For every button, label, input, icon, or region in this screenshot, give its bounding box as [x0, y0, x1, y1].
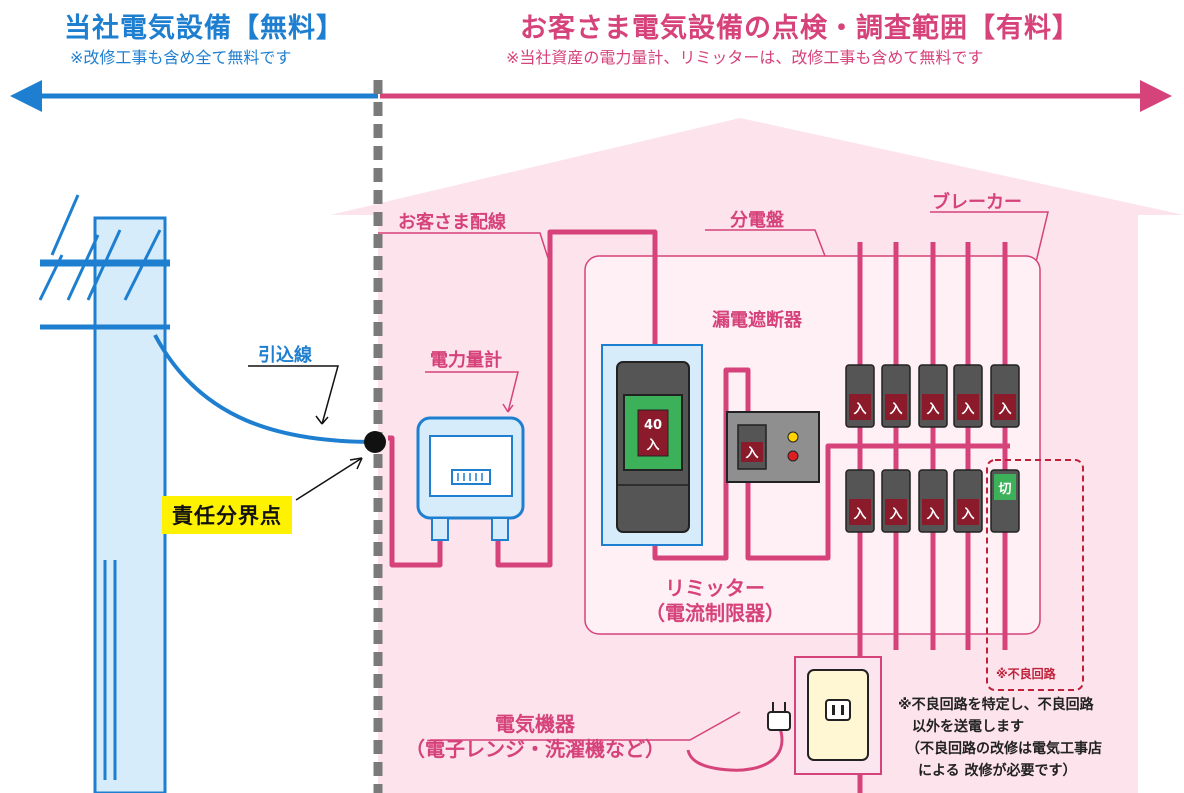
leakage-on-text: 入 — [745, 446, 758, 461]
limiter-amp-text: 40 — [644, 418, 662, 433]
limiter-device — [601, 344, 703, 546]
limiter-label: リミッター （電流制限器） — [630, 576, 800, 626]
service-drop-wire — [153, 334, 376, 444]
limiter-label-line1: リミッター — [665, 576, 765, 600]
service-drop-label: 引込線 — [258, 345, 312, 366]
boundary-point-label: 責任分界点 — [162, 496, 292, 534]
leakage-breaker-label: 漏電遮断器 — [712, 310, 802, 331]
wall-outlet — [794, 656, 882, 775]
breaker-on-text: 入 — [926, 402, 939, 417]
appliance-label-line2: （電子レンジ・洗濯機など） — [405, 737, 665, 761]
breaker-on-text: 入 — [961, 402, 974, 417]
breaker-off-text: 切 — [998, 482, 1011, 497]
appliance-label-line1: 電気機器 — [495, 712, 575, 736]
breaker-top-row — [845, 364, 1020, 428]
faulty-circuit-box — [986, 459, 1084, 691]
faulty-circuit-label: ※不良回路 — [996, 667, 1056, 681]
limiter-on-text: 入 — [646, 438, 659, 453]
breaker-on-text: 入 — [961, 507, 974, 522]
appliance-label: 電気機器 （電子レンジ・洗濯機など） — [390, 712, 680, 762]
distribution-board-label: 分電盤 — [730, 210, 784, 231]
breaker-on-text: 入 — [889, 402, 902, 417]
note-line4: による 改修が必要です） — [918, 763, 1077, 779]
customer-range-arrow — [380, 80, 1172, 112]
limiter-label-line2: （電流制限器） — [645, 601, 785, 625]
breaker-on-text: 入 — [889, 507, 902, 522]
customer-range-subtitle: ※当社資産の電力量計、リミッターは、改修工事も含めて無料です — [506, 48, 984, 67]
breaker-bottom-row — [845, 469, 1020, 533]
pointer-lines — [248, 365, 363, 501]
breaker-on-text: 入 — [926, 507, 939, 522]
breaker-on-text: 入 — [853, 402, 866, 417]
company-range-title: 当社電気設備【無料】 — [64, 13, 344, 44]
note-line1: ※不良回路を特定し、不良回路 — [898, 697, 1094, 713]
faulty-circuit-note: ※不良回路を特定し、不良回路 以外を送電します （不良回路の改修は電気工事店 に… — [898, 694, 1102, 782]
appliance-plug — [686, 702, 791, 772]
electricity-meter — [416, 416, 525, 541]
breaker-on-text: 入 — [853, 507, 866, 522]
company-range-subtitle: ※改修工事も含め全て無料です — [70, 48, 292, 67]
company-range-arrow — [10, 80, 378, 112]
breaker-label: ブレーカー — [932, 192, 1022, 213]
customer-wiring-label: お客さま配線 — [398, 212, 506, 233]
note-line3: （不良回路の改修は電気工事店 — [906, 741, 1102, 757]
meter-label: 電力量計 — [430, 350, 502, 371]
breaker-on-text: 入 — [998, 402, 1011, 417]
customer-range-title: お客さま電気設備の点検・調査範囲【有料】 — [520, 13, 1080, 44]
utility-pole — [38, 194, 170, 793]
boundary-point-dot — [364, 431, 386, 453]
note-line2: 以外を送電します — [912, 719, 1024, 735]
leakage-breaker — [726, 411, 820, 483]
